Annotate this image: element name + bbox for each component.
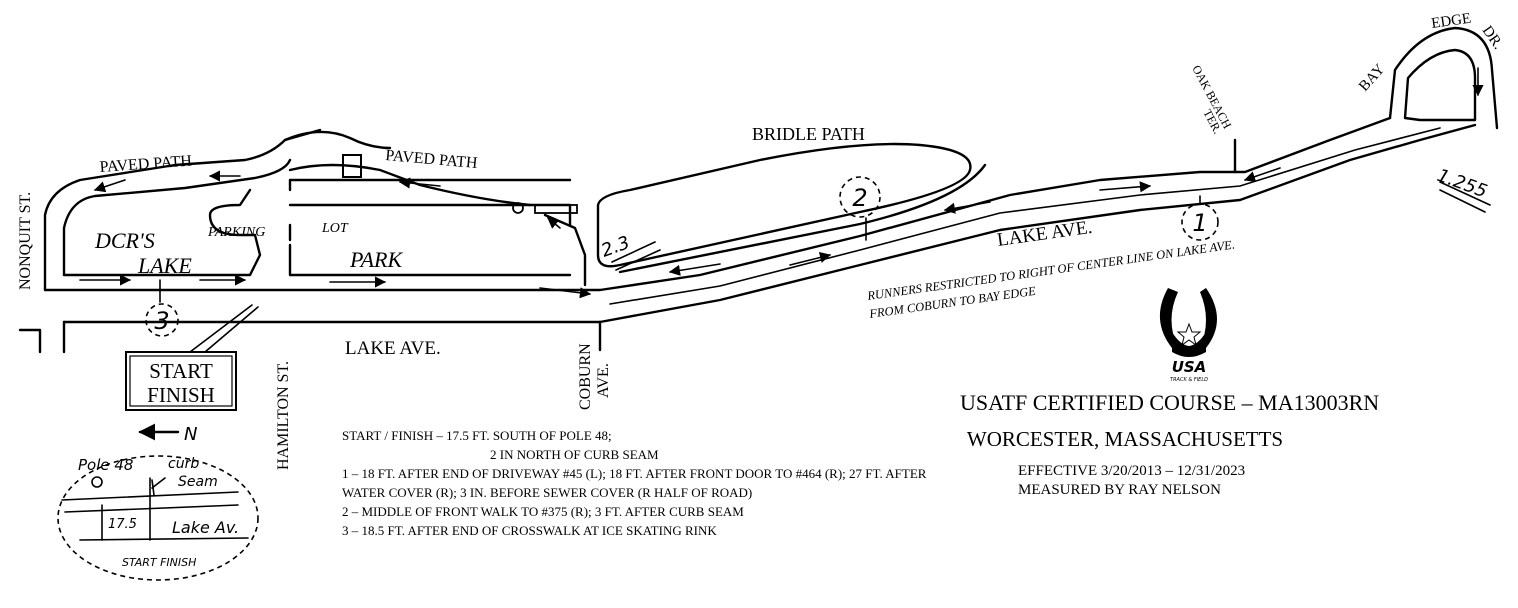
inset-pole-label: Pole 48 <box>78 456 133 474</box>
park-outlines <box>288 154 578 277</box>
start-label: START <box>149 359 213 383</box>
finish-label: FINISH <box>147 383 215 407</box>
split-2-3-label: 2.3 <box>599 232 633 262</box>
label-bridle-path: BRIDLE PATH <box>752 124 865 144</box>
lake-ave-lower-road <box>18 288 602 354</box>
label-parking: PARKING <box>207 225 265 240</box>
label-paved-path-mid: PAVED PATH <box>385 147 479 172</box>
lake-path <box>43 128 322 292</box>
label-dcrs: DCR'S <box>94 228 155 253</box>
certification-measured-by: MEASURED BY RAY NELSON <box>1018 482 1221 498</box>
label-lake-ave-upper: LAKE AVE. <box>996 217 1094 251</box>
inset-seam-label: Seam <box>178 474 218 490</box>
split-1-255-label: 1.255 <box>1434 165 1490 202</box>
measurement-notes: START / FINISH – 17.5 FT. SOUTH OF POLE … <box>342 426 952 540</box>
label-park: PARK <box>349 247 403 272</box>
lake-ave-upper-road <box>598 116 1477 324</box>
restriction-line-1: RUNNERS RESTRICTED TO RIGHT OF CENTER LI… <box>865 237 1235 303</box>
label-coburn: COBURN <box>577 343 594 410</box>
logo-usa-text: USA <box>1172 358 1207 376</box>
note-start-finish: START / FINISH – 17.5 FT. SOUTH OF POLE … <box>342 428 612 443</box>
inset-road-label: Lake Av. <box>172 518 239 537</box>
label-edge: EDGE <box>1430 11 1472 32</box>
label-lot: LOT <box>321 221 349 236</box>
coburn-path-link <box>543 213 587 287</box>
start-finish-inset <box>57 455 259 581</box>
label-lake-ave-lower: LAKE AVE. <box>345 338 441 359</box>
note-start-finish-cont: 2 IN NORTH OF CURB SEAM <box>490 447 659 462</box>
mile-1-number: 1 <box>1192 209 1207 237</box>
certification-location: WORCESTER, MASSACHUSETTS <box>966 427 1284 451</box>
logo-sub-text: TRACK & FIELD <box>1170 377 1208 383</box>
certification-title: USATF CERTIFIED COURSE – MA13003RN <box>960 390 1380 415</box>
usatf-logo: USA TRACK & FIELD <box>1159 288 1217 383</box>
inset-curb-label: curb <box>168 456 199 472</box>
paved-path-mid <box>283 130 392 150</box>
label-hamilton-st: HAMILTON ST. <box>275 361 292 470</box>
label-nonquit-st: NONQUIT ST. <box>17 192 34 290</box>
mile-marker-3 <box>145 279 179 337</box>
note-point-3: 3 – 18.5 FT. AFTER END OF CROSSWALK AT I… <box>342 523 717 538</box>
certification-effective: EFFECTIVE 3/20/2013 – 12/31/2023 <box>1018 463 1246 479</box>
label-dr: DR. <box>1479 23 1506 52</box>
mile-marker-2 <box>839 176 881 241</box>
note-point-2: 2 – MIDDLE OF FRONT WALK TO #375 (R); 3 … <box>342 504 744 519</box>
mile-3-number: 3 <box>154 307 169 335</box>
label-coburn-ave: AVE. <box>595 363 612 398</box>
course-arrows <box>79 167 1281 299</box>
mile-marker-1 <box>1181 195 1219 241</box>
label-lake: LAKE <box>137 253 192 278</box>
mile-2-number: 2 <box>852 184 867 212</box>
inset-distance-label: 17.5 <box>108 517 137 532</box>
certification-details: EFFECTIVE 3/20/2013 – 12/31/2023 MEASURE… <box>1018 462 1245 500</box>
bridle-path <box>596 142 987 274</box>
certification-block: USATF CERTIFIED COURSE – MA13003RN WORCE… <box>960 388 1380 498</box>
bay-edge-dr-loop <box>1388 26 1499 130</box>
inset-caption: START FINISH <box>122 556 196 569</box>
split-2-3-mark <box>611 241 661 271</box>
label-bay: BAY <box>1356 61 1388 94</box>
start-finish-box <box>125 304 259 411</box>
north-label: N <box>184 424 197 445</box>
note-point-1: 1 – 18 FT. AFTER END OF DRIVEWAY #45 (L)… <box>342 466 927 500</box>
split-1-255-mark <box>1439 181 1491 213</box>
label-paved-path-left: PAVED PATH <box>99 153 193 176</box>
